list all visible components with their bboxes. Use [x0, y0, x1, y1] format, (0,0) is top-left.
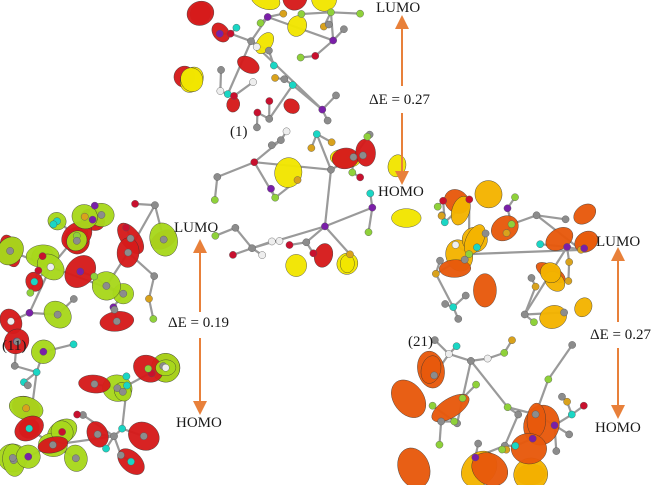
panel-21-homo-label: HOMO	[595, 420, 641, 436]
panel-21-compound-label: (21)	[408, 334, 433, 350]
panel-11-lumo-label: LUMO	[174, 220, 219, 236]
panel-21-lumo-label: LUMO	[596, 234, 641, 250]
panel-11-homo-label: HOMO	[176, 415, 222, 431]
panel-21-gap-label: ΔE = 0.27	[590, 327, 652, 343]
molecule-11-homo	[0, 328, 181, 477]
panel-1-lumo-label: LUMO	[376, 0, 421, 16]
panel-1-compound-label: (1)	[230, 124, 248, 140]
molecule-1-homo	[211, 127, 422, 277]
panel-11-gap-label: ΔE = 0.19	[168, 315, 230, 331]
molecule-21-homo	[391, 336, 588, 485]
molecule-11-lumo	[0, 200, 178, 334]
panel-1-gap-label: ΔE = 0.27	[369, 92, 431, 108]
molecule-21-lumo	[432, 180, 599, 329]
molecule-1-lumo	[173, 0, 364, 132]
panel-11-compound-label: (11)	[2, 338, 27, 354]
panel-1-homo-label: HOMO	[378, 184, 424, 200]
